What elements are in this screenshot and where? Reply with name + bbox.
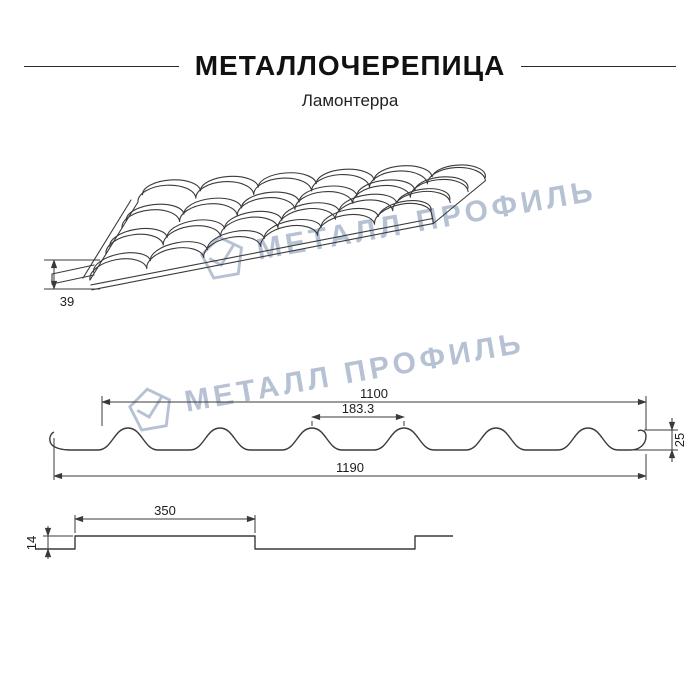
dimension-label: 39 [60, 294, 74, 309]
dimension-39: 39 [44, 259, 100, 309]
sheet-left-edge [89, 201, 139, 281]
dimension-label: 350 [154, 503, 176, 518]
dimension-label: 14 [25, 536, 39, 550]
step-profile-drawing: 350 14 [25, 503, 453, 559]
dimension-label: 1100 [360, 386, 388, 401]
dimension-label: 25 [672, 433, 687, 447]
dimension-1190: 1190 [53, 438, 647, 480]
tile-row [105, 188, 451, 255]
dimension-label: 183.3 [342, 401, 375, 416]
isometric-view-drawing: 39 [44, 164, 486, 309]
sheet-right-edge [433, 180, 486, 224]
dimension-183: 183.3 [311, 401, 405, 426]
page-subtitle: Ламонтерра [301, 91, 399, 110]
eave-strip [51, 264, 95, 285]
dimension-350: 350 [74, 503, 256, 533]
eave-edge [90, 213, 435, 291]
dimension-25: 25 [634, 418, 687, 462]
step-line [35, 535, 453, 550]
tile-row [137, 164, 486, 203]
cross-section-drawing: 1100 183.3 25 1190 [49, 386, 687, 480]
dimension-label: 1190 [336, 460, 364, 475]
header: МЕТАЛЛОЧЕРЕПИЦА Ламонтерра [0, 50, 700, 111]
profile-curve [49, 427, 647, 451]
sheet-left-edge-inner [82, 199, 132, 279]
title-rule-left [24, 65, 179, 67]
page-title: МЕТАЛЛОЧЕРЕПИЦА [194, 50, 506, 81]
roof-sheet [51, 164, 486, 291]
dimension-1100: 1100 [101, 386, 647, 430]
dimension-14: 14 [25, 526, 73, 559]
title-rule-right [521, 65, 677, 67]
